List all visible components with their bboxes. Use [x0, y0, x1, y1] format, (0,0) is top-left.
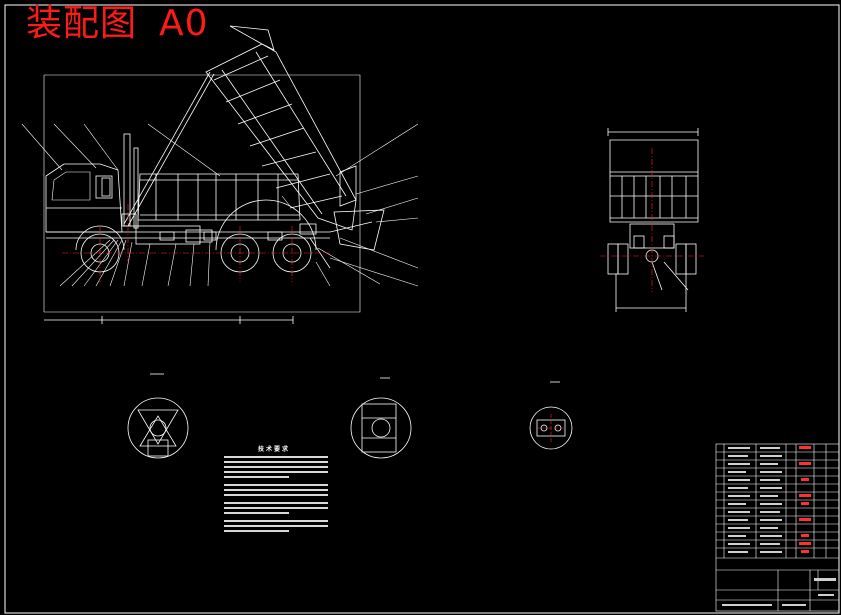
side-centerlines	[62, 204, 330, 282]
drawing-title-text: 装配图	[26, 3, 138, 44]
detail-views	[127, 373, 573, 459]
note-line	[224, 512, 289, 514]
note-line	[224, 494, 328, 496]
rear-view	[607, 128, 699, 312]
note-line	[224, 525, 328, 527]
note-line	[224, 507, 328, 509]
note-line	[224, 456, 328, 458]
note-line	[224, 461, 328, 463]
note-line	[224, 502, 328, 504]
rear-centerlines	[600, 148, 704, 292]
technical-notes-heading: 技术要求	[257, 446, 290, 453]
sheet-size-code: A0	[159, 3, 209, 44]
note-line	[224, 530, 289, 532]
note-line	[224, 476, 289, 478]
note-line	[224, 489, 328, 491]
detail-centerlines	[536, 414, 566, 442]
title-block-text-strokes	[722, 447, 836, 606]
title-block-marks	[799, 446, 811, 553]
title-block	[715, 443, 840, 612]
note-line	[224, 520, 328, 522]
technical-notes: 技术要求	[220, 444, 328, 566]
note-line	[224, 466, 328, 468]
side-view	[21, 25, 419, 324]
sheet-border	[4, 4, 840, 614]
note-line	[224, 484, 328, 486]
drawing-title: 装配图 A0	[26, 2, 209, 46]
note-line	[224, 471, 328, 473]
